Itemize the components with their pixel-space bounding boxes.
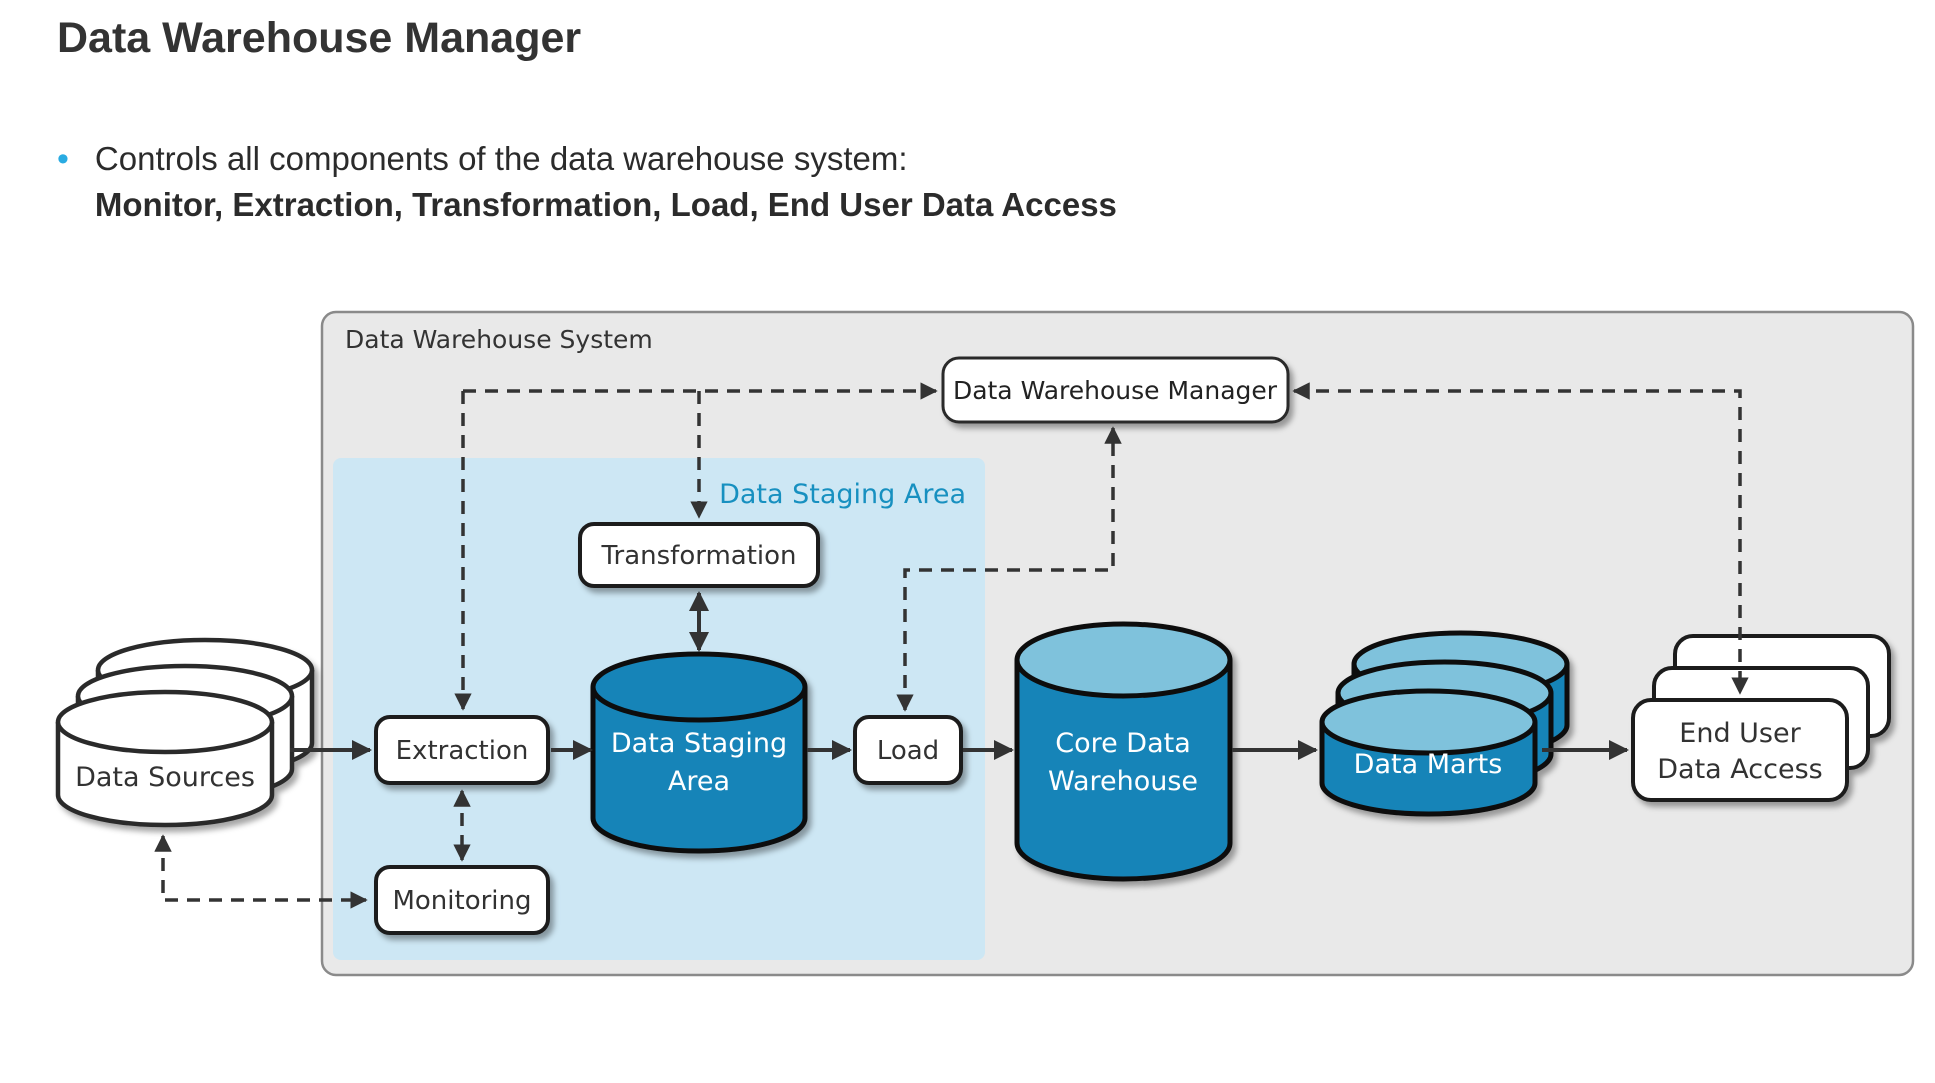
transformation-node: Transformation [578, 522, 820, 588]
end-user-data-access-stack: End User Data Access [1631, 634, 1891, 802]
core-dw-label-2: Warehouse [1048, 766, 1198, 797]
bullet-line-2: Monitor, Extraction, Transformation, Loa… [94, 186, 1117, 223]
stack-card-front [1631, 698, 1849, 802]
page-title: Data Warehouse Manager [57, 14, 582, 62]
system-label: Data Warehouse System [345, 325, 653, 354]
end-user-label-1: End User [1679, 718, 1801, 749]
end-user-label-2: Data Access [1657, 754, 1822, 785]
staging-cylinder: Data Staging Area [590, 651, 808, 854]
bullet-item: • Controls all components of the data wa… [57, 136, 1117, 228]
cylinder-front [55, 689, 275, 828]
extraction-node: Extraction [374, 715, 550, 785]
monitoring-node: Monitoring [374, 865, 550, 935]
staging-cylinder-label-2: Area [668, 766, 730, 797]
data-sources-label: Data Sources [75, 762, 255, 793]
monitoring-label: Monitoring [392, 886, 531, 916]
transformation-label: Transformation [600, 541, 796, 571]
load-node: Load [853, 715, 963, 785]
staging-area-label: Data Staging Area [719, 479, 966, 510]
data-sources-cylinder: Data Sources [55, 637, 315, 828]
manager-label: Data Warehouse Manager [953, 376, 1278, 405]
core-dw-label-1: Core Data [1055, 728, 1191, 759]
staging-cylinder-label-1: Data Staging [611, 728, 787, 759]
load-label: Load [877, 736, 939, 766]
dashed-load-to-manager-elbow [896, 426, 1122, 712]
solid-flow-arrows [290, 591, 1629, 760]
bullet-dot: • [57, 140, 69, 178]
dashed-manager-enduser-elbow [1292, 382, 1749, 695]
data-warehouse-manager-node: Data Warehouse Manager [941, 356, 1290, 424]
core-data-warehouse-cylinder: Core Data Warehouse [1014, 621, 1233, 882]
extraction-label: Extraction [396, 736, 529, 766]
data-marts-cylinders: Data Marts [1319, 630, 1570, 817]
dashed-monitoring-sources-elbow [154, 834, 368, 909]
bullet-line-1: Controls all components of the data ware… [94, 140, 908, 177]
cylinder-front [1319, 688, 1538, 817]
dashed-control-arrows [154, 382, 1749, 909]
data-marts-label: Data Marts [1354, 749, 1503, 780]
